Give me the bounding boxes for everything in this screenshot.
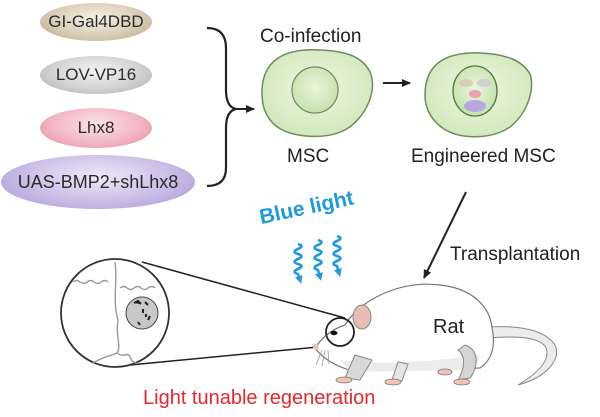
engineered-msc-label: Engineered MSC: [411, 146, 556, 167]
engineered-msc-cell: [424, 52, 533, 138]
rat-label: Rat: [433, 316, 465, 338]
vector-gi-gal4dbd: [459, 79, 473, 87]
rat-illustration: [313, 283, 557, 386]
transplant-arrow: [423, 191, 467, 279]
msc-cell: [261, 49, 374, 138]
blue-light-waves: [293, 234, 342, 284]
vector-gi-gal4dbd-label: GI-Gal4DBD: [40, 3, 152, 41]
vector-lov-vp16: [477, 79, 491, 87]
outcome-label: Light tunable regeneration: [143, 387, 376, 409]
co-infection-label: Co-infection: [260, 26, 362, 47]
vector-lhx8-label: Lhx8: [40, 108, 152, 148]
skull-magnifier: [60, 258, 346, 368]
nucleus: [291, 66, 339, 114]
msc-label: MSC: [287, 146, 330, 167]
rat-eye: [330, 330, 338, 336]
vector-lov-vp16-label: LOV-VP16: [40, 56, 152, 94]
vector-uas-bmp2-shlhx8-label: UAS-BMP2+shLhx8: [1, 155, 195, 209]
vector-uas-bmp2: [464, 100, 486, 112]
transplantation-label: Transplantation: [450, 244, 581, 265]
rat-eye-circle: [325, 317, 355, 347]
rat-ear: [352, 304, 372, 330]
brace: [206, 26, 237, 188]
vector-lhx8: [469, 90, 481, 98]
